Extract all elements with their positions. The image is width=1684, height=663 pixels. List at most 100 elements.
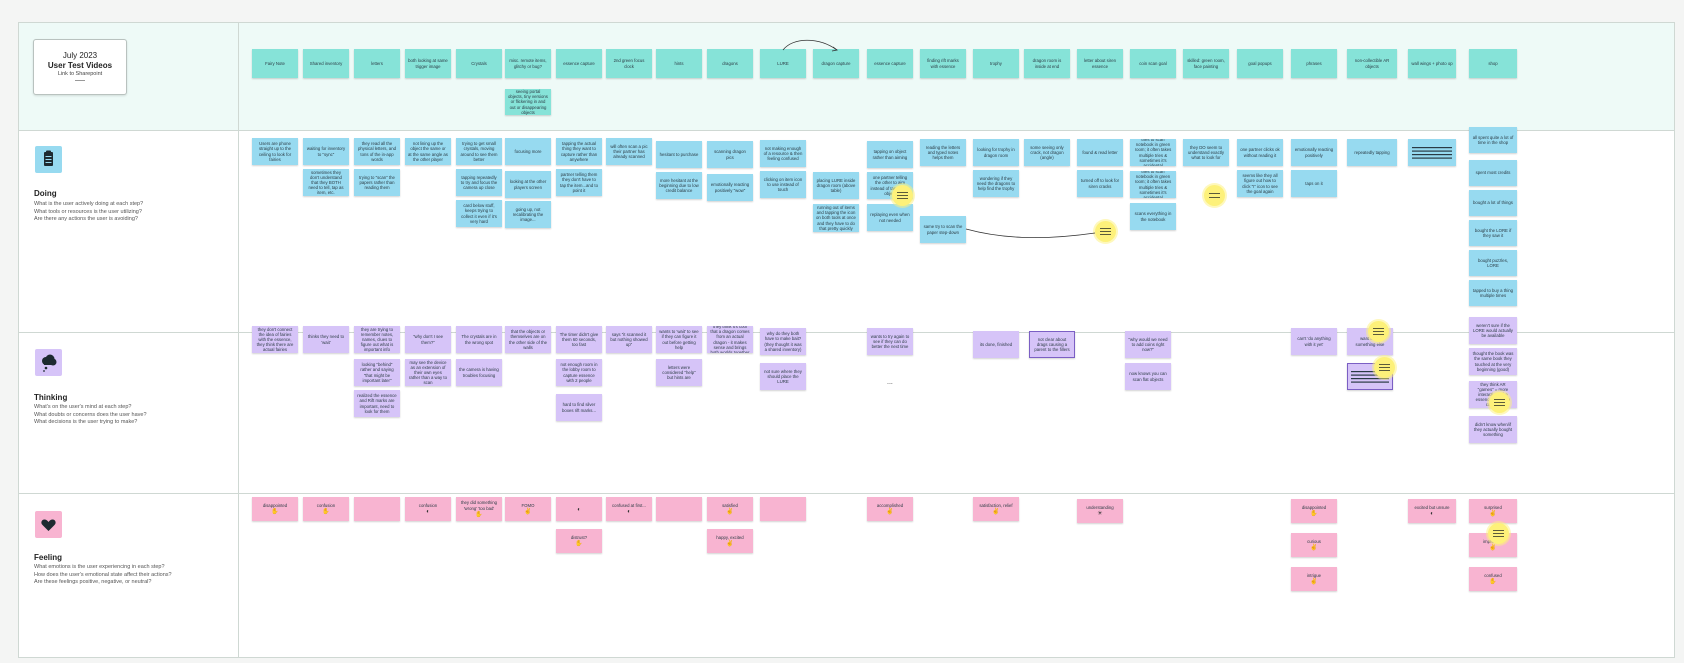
feeling-note[interactable]: intrigue✌ xyxy=(1291,567,1337,591)
thinking-note[interactable]: The timer didn't give them 60 seconds, t… xyxy=(556,326,602,353)
stage-note[interactable]: LURE xyxy=(760,49,806,78)
doing-note[interactable]: clicking on item icon to use instead of … xyxy=(760,171,806,198)
doing-note[interactable]: placing LURE inside dragon room (above t… xyxy=(813,172,859,199)
doing-note[interactable]: repeatedly tapping xyxy=(1347,139,1397,166)
thinking-note[interactable]: they think it's cool that a dragon comes… xyxy=(707,326,753,353)
thinking-note[interactable]: not clear about drags causing a parent t… xyxy=(1029,331,1075,358)
doing-note[interactable]: looking for trophy in dragon room xyxy=(973,139,1019,166)
collapsed-doing-note[interactable] xyxy=(1408,139,1456,166)
doing-note[interactable]: more hesitant at the beginning due to lo… xyxy=(656,172,702,199)
thinking-note[interactable]: The crystals are in the wrong spot xyxy=(456,326,502,353)
thinking-note[interactable]: can't 'do anything with it yet' xyxy=(1291,328,1337,355)
feeling-note[interactable]: confusion◐ xyxy=(405,497,451,521)
thinking-note[interactable]: they are trying to remember notes, names… xyxy=(354,326,400,353)
thinking-note[interactable]: hard to find silver boxes rift marks... xyxy=(556,394,602,421)
doing-note[interactable]: not lining up the object the same or at … xyxy=(405,138,451,165)
feeling-note[interactable]: happy, excited✌ xyxy=(707,529,753,553)
doing-note[interactable]: Users are phone straight up to the ceili… xyxy=(252,138,298,165)
feeling-note[interactable] xyxy=(656,497,702,521)
thinking-note[interactable]: realized the essence and Rift marks are … xyxy=(354,390,400,417)
doing-note[interactable]: not making enough of a resource & then f… xyxy=(760,140,806,167)
doing-note[interactable]: scans everything in the notebook xyxy=(1130,203,1176,230)
feeling-note[interactable]: ◐ xyxy=(556,497,602,521)
doing-note[interactable]: all spent quite a lot of time in the sho… xyxy=(1469,127,1517,153)
doing-note[interactable]: bought puzzles, LORE xyxy=(1469,250,1517,276)
stage-note[interactable]: dragons xyxy=(707,49,753,78)
doing-note[interactable]: turned off to look for siren cracks xyxy=(1077,170,1123,197)
stage-note[interactable]: non-collectible AR objects xyxy=(1347,49,1397,78)
thinking-note[interactable]: the camera is having troubles focusing xyxy=(456,359,502,386)
comment-icon[interactable] xyxy=(1368,321,1389,342)
thinking-note[interactable]: may see the device as an extension of th… xyxy=(405,359,451,386)
doing-note[interactable]: wondering if they need the dragons to he… xyxy=(973,170,1019,197)
thinking-note[interactable]: weren't sure if the LORE would actually … xyxy=(1469,317,1517,344)
doing-note[interactable]: one partner clicks ok without reading it xyxy=(1237,139,1283,166)
feeling-note[interactable]: satisfied✌ xyxy=(707,497,753,521)
stage-note[interactable]: shop xyxy=(1469,49,1517,78)
doing-note[interactable]: focusing more xyxy=(505,138,551,165)
doing-note[interactable]: reading the letters and typed notes help… xyxy=(920,139,966,166)
stage-note[interactable]: dragon capture xyxy=(813,49,859,78)
stage-note[interactable]: skilled: green room, face painting xyxy=(1183,49,1229,78)
doing-note[interactable]: taps on it xyxy=(1291,170,1337,197)
thinking-note[interactable]: not sure where they should place the LUR… xyxy=(760,363,806,390)
stage-note[interactable]: Shared inventory xyxy=(303,49,349,78)
doing-note[interactable]: tapping on object rather than aiming xyxy=(867,141,913,168)
doing-note[interactable]: same try to scan the paper step-down xyxy=(920,216,966,243)
feeling-note[interactable]: excited but unsure◐ xyxy=(1408,499,1456,523)
doing-note[interactable]: waiting for inventory to "sync" xyxy=(303,138,349,165)
comment-icon[interactable] xyxy=(1489,392,1510,413)
comment-icon[interactable] xyxy=(892,185,913,206)
thinking-note[interactable]: wants to 'wait' to see if they can figur… xyxy=(656,326,702,353)
thinking-note[interactable]: thinks they need to 'wait' xyxy=(303,326,349,353)
doing-note[interactable]: partner telling them they don't have to … xyxy=(556,169,602,196)
doing-note[interactable]: seems like they all figure out how to cl… xyxy=(1237,170,1283,197)
stage-note[interactable]: letters xyxy=(354,49,400,78)
thinking-note[interactable]: its done, finished xyxy=(973,331,1019,358)
stage-note[interactable]: hints xyxy=(656,49,702,78)
thinking-note[interactable]: not enough room in the lobby room to cap… xyxy=(556,359,602,386)
feeling-note[interactable]: confused✋ xyxy=(1469,567,1517,591)
stage-note[interactable]: phrases xyxy=(1291,49,1337,78)
stage-note[interactable]: trophy xyxy=(973,49,1019,78)
feeling-note[interactable]: confusion✋ xyxy=(303,497,349,521)
doing-note[interactable]: they DO seem to understand exactly what … xyxy=(1183,139,1229,166)
doing-note[interactable]: spent most credits xyxy=(1469,160,1517,186)
thinking-note[interactable]: wants to try again to see if they can do… xyxy=(867,328,913,355)
stage-note[interactable]: Fairy Note xyxy=(252,49,298,78)
doing-note[interactable]: replaying even when not needed xyxy=(867,204,913,231)
comment-icon[interactable] xyxy=(1204,185,1225,206)
doing-note[interactable]: tapping the actual thing they want to ca… xyxy=(556,138,602,165)
doing-note[interactable]: trying to "scan" the papers rather than … xyxy=(354,169,400,196)
thinking-note[interactable]: that the objects or themselves are on th… xyxy=(505,326,551,353)
doing-note[interactable]: sometimes they don't understand that the… xyxy=(303,169,349,196)
feeling-note[interactable]: distrust?✋ xyxy=(556,529,602,553)
doing-note[interactable]: found & read letter xyxy=(1077,139,1123,166)
stage-note[interactable]: dragon room is inside at end xyxy=(1024,49,1070,78)
sharepoint-link[interactable]: Link to Sharepoint xyxy=(57,71,103,77)
doing-note[interactable]: will often scan a pic their partner has … xyxy=(606,138,652,165)
doing-note[interactable]: hesitant to purchase xyxy=(656,141,702,168)
doing-note[interactable]: tries to scan notebook in green room; it… xyxy=(1130,139,1176,166)
stage-note[interactable]: misc. remote items, glitchy or bug? xyxy=(505,49,551,78)
feeling-note[interactable] xyxy=(760,497,806,521)
thinking-note[interactable]: "why don't I see them?" xyxy=(405,326,451,353)
stage-note[interactable]: coin scan goal xyxy=(1130,49,1176,78)
thinking-note[interactable]: looking "behind" rather and saying "that… xyxy=(354,359,400,386)
stage-note[interactable]: goal popups xyxy=(1237,49,1283,78)
stage-note[interactable]: letter about siren essence xyxy=(1077,49,1123,78)
stage-note[interactable]: Crystals xyxy=(456,49,502,78)
thinking-note[interactable]: now knows you can scan flat objects xyxy=(1125,363,1171,390)
stage-note[interactable]: essence capture xyxy=(556,49,602,78)
doing-note[interactable]: going up, not recalibrating the image... xyxy=(505,201,551,228)
stage-note[interactable]: wall wings + photo op xyxy=(1408,49,1456,78)
comment-icon[interactable] xyxy=(1374,357,1395,378)
doing-note[interactable]: bought the LORE if they saw it xyxy=(1469,220,1517,246)
doing-note[interactable]: tapped to buy a thing multiple times xyxy=(1469,280,1517,306)
thinking-note[interactable]: why do they both have to make bait? (the… xyxy=(760,328,806,355)
feeling-note[interactable]: disappointed✋ xyxy=(1291,499,1337,523)
stage-note[interactable]: essence capture xyxy=(867,49,913,78)
doing-note[interactable]: card below stuff, keeps trying to collec… xyxy=(456,200,502,227)
feeling-note[interactable]: satisfaction, relief✌ xyxy=(973,497,1019,521)
feeling-note[interactable]: curious✌ xyxy=(1291,533,1337,557)
